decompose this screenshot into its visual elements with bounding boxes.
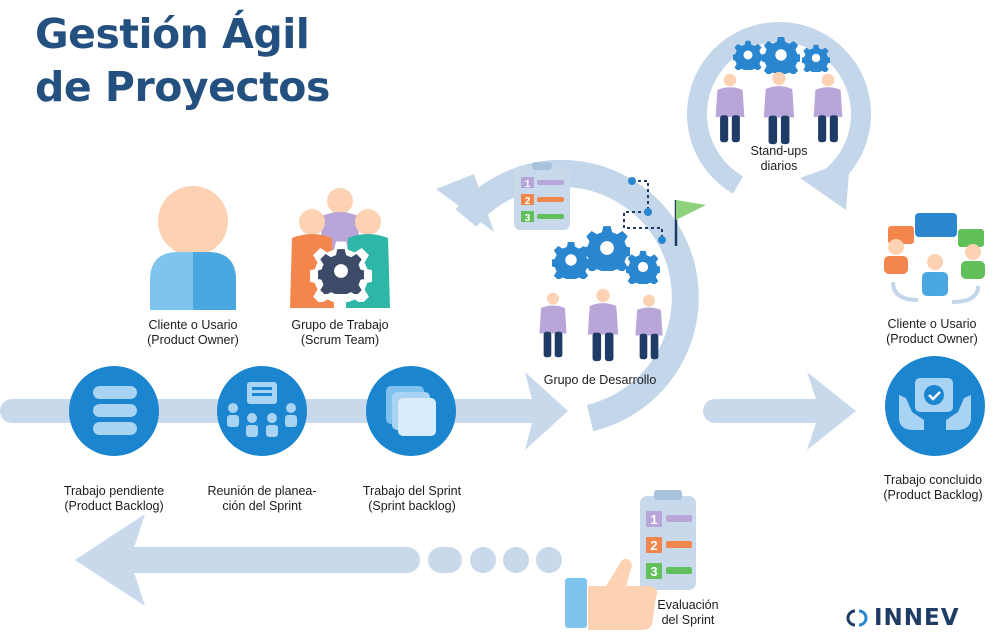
- client-right-label-line2: (Product Owner): [886, 332, 978, 346]
- backlog-label: Trabajo pendiente (Product Backlog): [54, 484, 174, 514]
- review-number-1: 1: [650, 512, 657, 527]
- brand-logo-text: INNEV: [874, 605, 960, 631]
- dev-group-label: Grupo de Desarrollo: [543, 373, 657, 387]
- page-title-line2: de Proyectos: [35, 63, 330, 111]
- review-label-line1: Evaluación: [657, 598, 719, 612]
- sprint-backlog-label: Trabajo del Sprint (Sprint backlog): [352, 484, 472, 514]
- feedback-arrow: [75, 514, 562, 606]
- checklist-number-1: 1: [525, 179, 531, 190]
- done-label-line1: Trabajo concluido: [883, 473, 983, 487]
- review-checklist-icon: [640, 490, 696, 590]
- checklist-number-2: 2: [525, 196, 531, 207]
- checklist-icon: [514, 162, 570, 230]
- planning-label-line2: ción del Sprint: [222, 499, 302, 513]
- checklist-number-3: 3: [525, 213, 531, 224]
- client-right-label-line1: Cliente o Usario: [887, 317, 977, 331]
- database-icon: [69, 366, 159, 456]
- standups-label-line2: diarios: [760, 159, 798, 173]
- scrum-team-label-line2: (Scrum Team): [300, 333, 380, 347]
- page-title-line1: Gestión Ágil: [35, 10, 310, 58]
- flag-path-icon: [623, 177, 706, 246]
- thumbs-up-icon: [565, 558, 658, 630]
- standups-label: Stand-ups diarios: [734, 144, 824, 174]
- sprint-backlog-label-line2: (Sprint backlog): [368, 499, 456, 513]
- person-icon: [150, 186, 236, 310]
- scrum-team-label-line1: Grupo de Trabajo: [291, 318, 389, 332]
- review-label-line2: del Sprint: [661, 613, 715, 627]
- stack-icon: [366, 366, 456, 456]
- approved-hands-icon: [885, 356, 985, 456]
- standup-team-icon: [715, 71, 843, 145]
- standups-label-line1: Stand-ups: [750, 144, 808, 158]
- review-number-3: 3: [650, 564, 657, 579]
- planning-label-line1: Reunión de planea-: [207, 484, 317, 498]
- developers-icon: [539, 288, 663, 362]
- backlog-label-line1: Trabajo pendiente: [63, 484, 165, 498]
- review-number-2: 2: [650, 538, 657, 553]
- client-top-label-line1: Cliente o Usario: [148, 318, 238, 332]
- brand-logo: INNEV: [846, 607, 960, 630]
- daily-loop-arrow: [687, 22, 871, 210]
- done-label: Trabajo concluido (Product Backlog): [872, 473, 994, 503]
- backlog-label-line2: (Product Backlog): [64, 499, 164, 513]
- done-label-line2: (Product Backlog): [883, 488, 983, 502]
- client-top-label: Cliente o Usario (Product Owner): [128, 318, 258, 348]
- logo-mark-icon: [846, 609, 868, 627]
- client-top-label-line2: (Product Owner): [147, 333, 239, 347]
- team-gear-icon: [290, 188, 390, 308]
- delivery-arrow: [703, 372, 856, 450]
- gears-icon: [552, 226, 660, 284]
- planning-label: Reunión de planea- ción del Sprint: [200, 484, 324, 514]
- meeting-icon: [217, 366, 307, 456]
- client-right-label: Cliente o Usario (Product Owner): [870, 317, 994, 347]
- chat-team-icon: [884, 213, 985, 304]
- scrum-team-label: Grupo de Trabajo (Scrum Team): [275, 318, 405, 348]
- review-label: Evaluación del Sprint: [648, 598, 728, 628]
- sprint-backlog-label-line1: Trabajo del Sprint: [362, 484, 462, 498]
